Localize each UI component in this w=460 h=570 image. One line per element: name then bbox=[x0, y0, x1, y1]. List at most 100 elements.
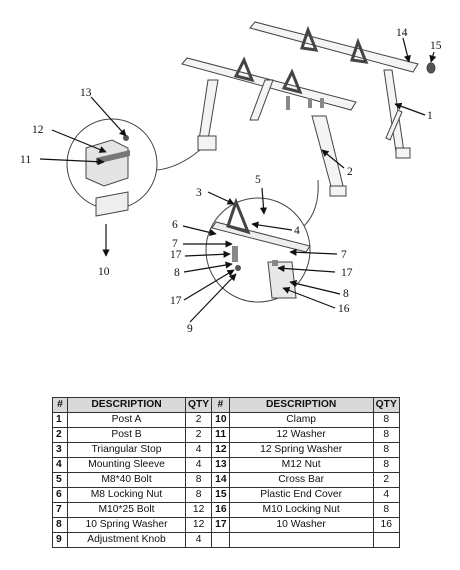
part-description: M10*25 Bolt bbox=[67, 502, 186, 518]
header-qty: QTY bbox=[184, 397, 213, 413]
part-number: 1 bbox=[52, 412, 68, 428]
header-qty: QTY bbox=[372, 397, 400, 413]
part-qty: 8 bbox=[372, 427, 400, 443]
callout-14: 14 bbox=[396, 27, 408, 39]
part-qty: 16 bbox=[372, 517, 400, 533]
part-number: 4 bbox=[52, 457, 68, 473]
part-number: 15 bbox=[211, 487, 230, 503]
triangular-stop-front-2 bbox=[281, 68, 303, 95]
exploded-hardware bbox=[286, 96, 324, 110]
detail-circle-left bbox=[66, 118, 201, 217]
part-number: 3 bbox=[52, 442, 68, 458]
part-number: 17 bbox=[211, 517, 230, 533]
part-description: Triangular Stop bbox=[67, 442, 186, 458]
rear-cross-bar bbox=[249, 21, 419, 73]
part-number: 6 bbox=[52, 487, 68, 503]
callout-3: 3 bbox=[196, 187, 202, 199]
detail-triangular-stop bbox=[226, 197, 251, 235]
part-qty bbox=[372, 532, 400, 548]
callout-17-left-a: 17 bbox=[170, 249, 182, 261]
triangular-stop-front-1 bbox=[233, 56, 255, 83]
part-qty: 8 bbox=[372, 412, 400, 428]
part-number: 8 bbox=[52, 517, 68, 533]
part-qty: 4 bbox=[184, 532, 213, 548]
part-description: 12 Washer bbox=[228, 427, 374, 443]
detail-mounting-sleeve bbox=[267, 261, 297, 299]
part-qty: 8 bbox=[184, 487, 213, 503]
part-description bbox=[228, 532, 374, 548]
part-qty: 2 bbox=[372, 472, 400, 488]
post-left-front bbox=[249, 79, 274, 121]
table-header-row: # DESCRIPTION QTY # DESCRIPTION QTY bbox=[52, 397, 400, 413]
header-number: # bbox=[211, 397, 230, 413]
part-qty: 12 bbox=[184, 502, 213, 518]
callout-labels: 1 2 3 4 5 6 7 7 8 8 9 10 11 12 13 14 15 … bbox=[20, 27, 442, 335]
callout-10: 10 bbox=[98, 266, 110, 278]
post-a-right-foot bbox=[395, 147, 411, 159]
detail-adjustment-knob bbox=[235, 265, 241, 271]
header-number: # bbox=[52, 397, 68, 413]
callout-8-right: 8 bbox=[343, 288, 349, 300]
rack-assembly bbox=[181, 21, 436, 197]
part-description: 10 Spring Washer bbox=[67, 517, 186, 533]
detail-right-connector bbox=[303, 179, 319, 227]
detail-left-connector bbox=[156, 149, 201, 171]
detail-hardware bbox=[232, 246, 278, 266]
callout-7-right: 7 bbox=[341, 249, 347, 261]
callout-2: 2 bbox=[347, 166, 353, 178]
header-description: DESCRIPTION bbox=[67, 397, 186, 413]
part-number: 16 bbox=[211, 502, 230, 518]
part-qty: 4 bbox=[184, 457, 213, 473]
part-number: 12 bbox=[211, 442, 230, 458]
post-b bbox=[311, 115, 345, 191]
part-description: Mounting Sleeve bbox=[67, 457, 186, 473]
callout-12: 12 bbox=[32, 124, 44, 136]
part-number: 2 bbox=[52, 427, 68, 443]
callout-6: 6 bbox=[172, 219, 178, 231]
part-qty: 8 bbox=[184, 472, 213, 488]
part-number: 5 bbox=[52, 472, 68, 488]
callout-17-left-b: 17 bbox=[170, 295, 182, 307]
part-description: 12 Spring Washer bbox=[228, 442, 374, 458]
callout-1: 1 bbox=[427, 110, 433, 122]
part-number: 14 bbox=[211, 472, 230, 488]
part-number: 11 bbox=[211, 427, 230, 443]
callout-9: 9 bbox=[187, 323, 193, 335]
post-left-back bbox=[198, 79, 219, 141]
part-qty: 8 bbox=[372, 457, 400, 473]
part-number: 7 bbox=[52, 502, 68, 518]
post-left-back-foot bbox=[197, 135, 217, 151]
part-qty: 2 bbox=[184, 427, 213, 443]
part-description: Cross Bar bbox=[228, 472, 374, 488]
part-qty: 12 bbox=[184, 517, 213, 533]
clamp-left bbox=[85, 139, 129, 187]
assembly-diagram: 1 2 3 4 5 6 7 7 8 8 9 10 11 12 13 14 15 … bbox=[20, 21, 442, 335]
part-number: 9 bbox=[52, 532, 68, 548]
part-description: Adjustment Knob bbox=[67, 532, 186, 548]
post-b-foot bbox=[329, 185, 347, 197]
part-description: M8*40 Bolt bbox=[67, 472, 186, 488]
part-qty: 4 bbox=[184, 442, 213, 458]
part-qty: 8 bbox=[372, 502, 400, 518]
part-qty: 2 bbox=[184, 412, 213, 428]
callout-11: 11 bbox=[20, 154, 31, 166]
part-qty: 4 bbox=[372, 487, 400, 503]
callout-4: 4 bbox=[294, 225, 300, 237]
part-description: 10 Washer bbox=[228, 517, 374, 533]
part-description: M8 Locking Nut bbox=[67, 487, 186, 503]
callout-8-left: 8 bbox=[174, 267, 180, 279]
part-number bbox=[211, 532, 230, 548]
header-description: DESCRIPTION bbox=[228, 397, 374, 413]
part-number: 13 bbox=[211, 457, 230, 473]
callout-13: 13 bbox=[80, 87, 92, 99]
callout-5: 5 bbox=[255, 174, 261, 186]
part-description: Post B bbox=[67, 427, 186, 443]
post-a-right-brace bbox=[385, 109, 403, 141]
